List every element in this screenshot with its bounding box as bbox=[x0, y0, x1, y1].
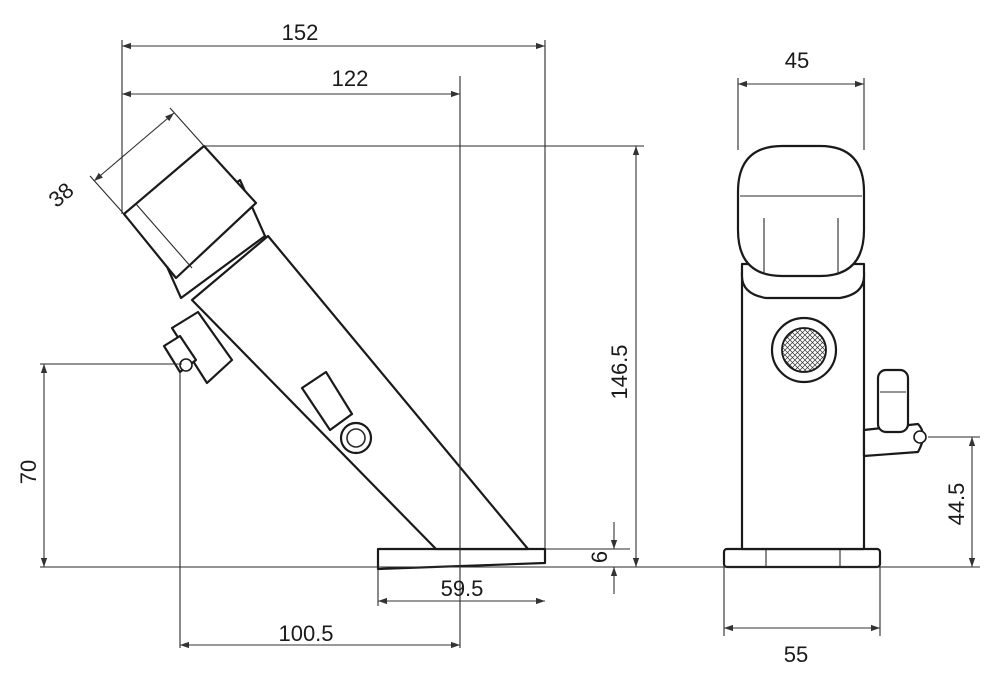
side-head bbox=[736, 144, 866, 278]
dim-spout-reach: 100.5 bbox=[278, 621, 333, 646]
front-view bbox=[122, 144, 547, 571]
dim-width-total: 152 bbox=[282, 20, 319, 45]
dim-base-thickness: 6 bbox=[587, 551, 612, 563]
front-sensor-eye bbox=[339, 421, 373, 455]
dim-lever-height: 44.5 bbox=[944, 483, 969, 526]
front-body bbox=[190, 234, 530, 551]
dimension-labels: 152 122 38 146.5 70 6 59.5 100.5 45 55 4… bbox=[16, 20, 969, 667]
dim-side-width: 45 bbox=[785, 48, 809, 73]
front-base-plate bbox=[376, 547, 547, 571]
side-base bbox=[722, 547, 882, 569]
dim-head-diameter: 38 bbox=[44, 177, 79, 212]
dim-height-total: 146.5 bbox=[607, 344, 632, 399]
side-body bbox=[740, 270, 866, 551]
side-lever-handle bbox=[876, 368, 910, 434]
side-view bbox=[722, 144, 927, 569]
dim-base-length: 59.5 bbox=[441, 576, 484, 601]
dim-width-spout: 122 bbox=[332, 66, 369, 91]
front-head-cap bbox=[122, 144, 258, 280]
dim-side-base-width: 55 bbox=[784, 642, 808, 667]
dim-spout-height: 70 bbox=[16, 460, 41, 484]
side-aerator-mesh bbox=[781, 327, 827, 373]
front-lever bbox=[170, 310, 234, 385]
front-sensor-window bbox=[300, 370, 354, 432]
dimension-lines bbox=[40, 40, 980, 649]
